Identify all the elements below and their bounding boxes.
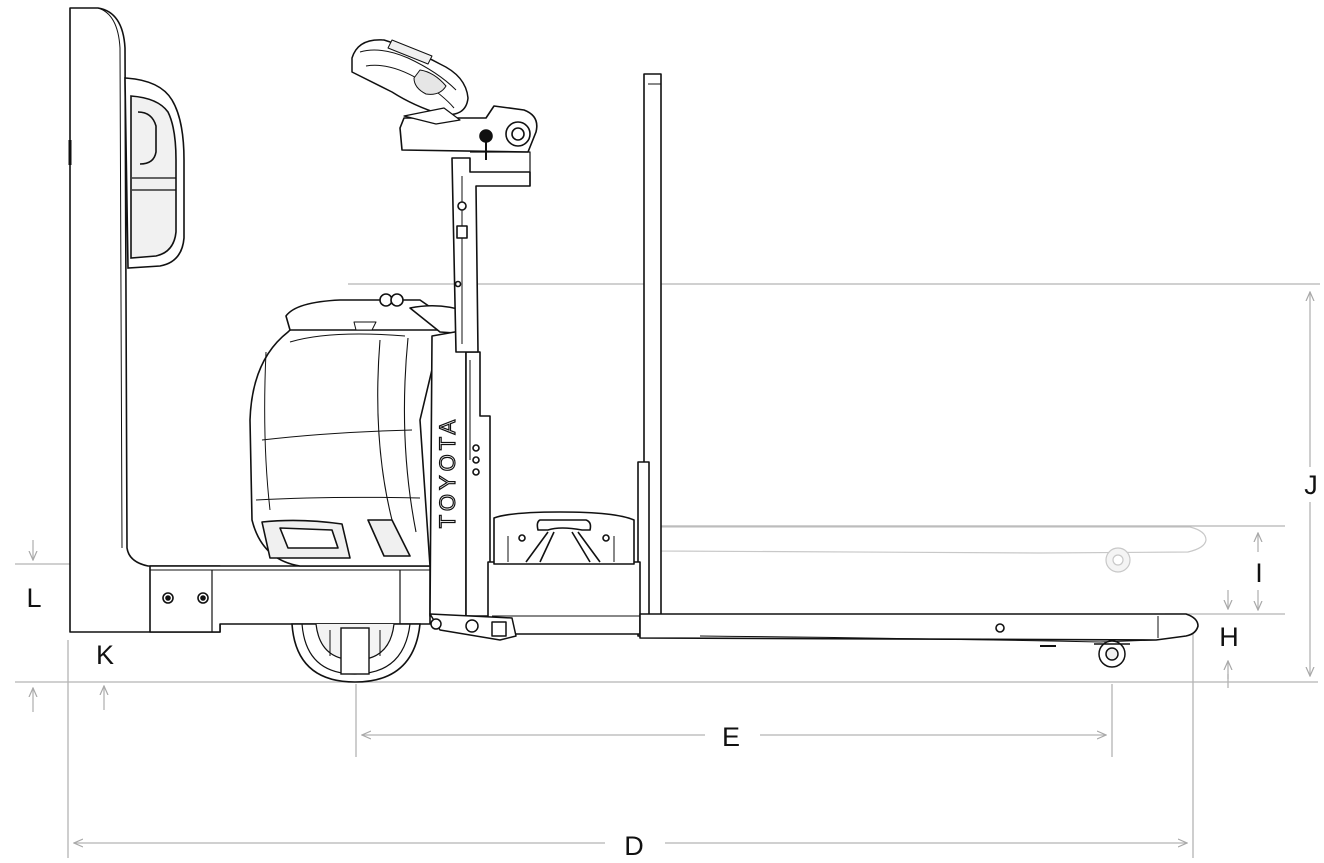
fork-lowered [639,613,1199,647]
dimension-label-j: J [1304,470,1318,500]
drive-wheel [291,623,421,683]
lift-housing [487,511,641,635]
dimension-lines [15,283,1320,858]
side-frame [429,329,491,617]
fork-linkage [429,613,517,641]
tiller-head [351,39,469,125]
brand-logo: TOYOTA [435,416,460,528]
backrest-pad [124,77,185,269]
dimension-label-l: L [26,583,41,613]
raised-fork-ghost [659,526,1207,573]
motor-cover [249,293,471,567]
load-backrest [637,73,662,637]
dimension-label-k: K [96,640,114,670]
operator-backrest [68,7,221,633]
dimension-label-d: D [624,831,644,861]
tiller-arm [399,105,538,353]
dimension-label-i: I [1255,558,1263,588]
load-wheel [1094,640,1130,668]
chassis-platform [149,565,431,633]
dimension-label-e: E [722,722,740,752]
dimension-label-h: H [1219,622,1239,652]
